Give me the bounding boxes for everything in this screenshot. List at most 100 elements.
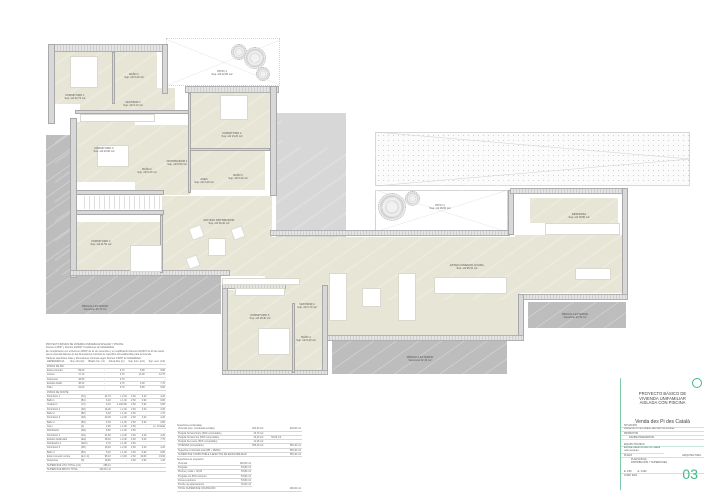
room-distribuidor-1 [135,125,190,195]
wall-internal [112,52,115,104]
central-courtyard [276,113,346,237]
wall-west-lower [70,118,77,278]
table-row: Vivienda (sup. construida cerrada)302,60… [177,427,302,432]
closet [235,288,285,296]
total-row: SUPERFICIE ÚTIL TOTAL (m2)288,21 [46,463,166,468]
sofa [398,273,416,321]
wall-patio1 [162,44,168,94]
room-banos [190,148,265,190]
project-title: PROYECTO BÁSICO DE VIVIENDA UNIFAMILIAR … [638,391,687,406]
bed [70,56,98,88]
section-row: ZONAS DE DÍA [46,364,166,370]
wall-d5-west [222,285,228,375]
bed [220,95,248,120]
fecha: JUNIO 2021 [624,474,638,478]
summary-heading: Superficies construidas [177,424,202,427]
wall-d5-east [322,285,328,375]
sofa [329,273,347,321]
table-row: Pérgola Terraza Sur (50% computable)16,2… [177,435,302,441]
bed [97,145,129,167]
table-heading: PROYECTO BÁSICO DE VIVIENDA UNIFAMILIAR … [46,343,124,346]
surfaces-table: PROYECTO BÁSICO DE VIVIENDA UNIFAMILIAR … [46,343,166,473]
sheet-number: 03 [682,466,698,482]
kitchen-island [575,268,611,280]
wall-east [622,188,628,298]
kitchen-counter [545,223,620,235]
wall-living-south [326,335,524,341]
wall-d5-south [222,370,328,375]
promotor-value: DAVIDE PANEGROSSI [621,436,704,441]
north-arrow-icon [692,378,702,388]
wall-east-bedrooms [270,86,277,196]
wall-north [48,44,166,52]
room-vestidor-1 [80,88,175,110]
situacion-value: VENDA DES PI DES CATALÀ, SANT ANTONI, EI… [621,428,704,433]
room-living-east [515,235,622,293]
coffee-table [208,238,226,256]
wall-internal [160,215,163,273]
desk [222,278,300,285]
plano-title: PLANTA BAJA DISTRIBUCIÓN Y SUPERFICIES [631,458,667,465]
bed [258,328,290,355]
ocupacion-heading: Superficies de ocupación [177,458,204,462]
wall-east-south [520,294,628,300]
room-despensa [530,198,618,223]
staircase [80,196,160,209]
wall-courtyard-south [270,230,510,236]
summary-grid: Vivienda (sup. construida cerrada)302,60… [177,427,302,458]
title-block: PROYECTO BÁSICO DE VIVIENDA UNIFAMILIAR … [620,378,704,490]
table-note: En cumplimiento con el Decreto 145/97 de… [46,349,165,356]
surfaces-grid: DEPENDENCIA Sup. útil (m2) Ø/lado mín. (… [46,360,166,395]
tree-icon [378,193,406,221]
wall-d2-north [185,86,279,93]
wall-despensa [508,190,514,235]
promotor-label: PROMOTOR [621,432,704,437]
table-row: Superficie construida total (PB + PERG)3… [177,448,302,454]
table-header-row: DEPENDENCIA Sup. útil (m2) Ø/lado mín. (… [46,360,166,365]
wall-west [48,44,55,124]
table-note: Decreto 145/97 y Decreto 20/2007 Condici… [46,346,114,350]
wall-stair-upper [76,190,164,195]
tree-icon [256,67,270,81]
